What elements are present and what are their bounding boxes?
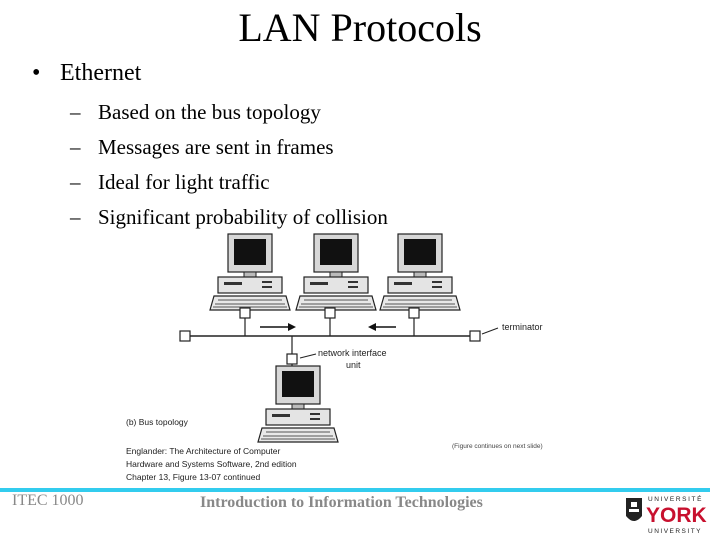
dash-marker: – (70, 205, 81, 229)
terminator-right (469, 330, 481, 342)
footer-course-code: ITEC 1000 (12, 492, 84, 509)
arrow-right-icon (288, 323, 296, 331)
york-university-logo: UNIVERSITÉ YORK UNIVERSITY (626, 494, 707, 535)
network-interface-unit (408, 307, 420, 319)
computer-icon (257, 365, 339, 443)
logo-name: YORK (646, 504, 707, 527)
network-interface-unit (286, 353, 298, 365)
slide-title: LAN Protocols (238, 5, 482, 50)
terminator-label: terminator (502, 322, 543, 332)
sub-bullet-item: –Ideal for light traffic (70, 168, 388, 203)
network-interface-unit (324, 307, 336, 319)
nic-label-line2: unit (346, 360, 361, 370)
computer-icon (209, 233, 291, 311)
bullet-ethernet: • Ethernet (32, 60, 141, 87)
arrow-left-icon (368, 323, 376, 331)
bullet-marker: • (32, 60, 41, 86)
sub-bullet-text: Ideal for light traffic (98, 170, 270, 194)
sub-bullet-item: –Messages are sent in frames (70, 133, 388, 168)
computer-icon (379, 233, 461, 311)
sub-bullet-item: –Significant probability of collision (70, 203, 388, 238)
terminator-left (179, 330, 191, 342)
logo-bottom-text: UNIVERSITY (648, 528, 702, 535)
dash-marker: – (70, 170, 81, 194)
nic-label-line1: network interface (318, 348, 387, 358)
sub-bullet-text: Significant probability of collision (98, 205, 388, 229)
figure-caption: (b) Bus topology (126, 417, 189, 427)
bullet-text: Ethernet (60, 60, 142, 86)
footer-course-title: Introduction to Information Technologies (200, 494, 483, 511)
dash-marker: – (70, 135, 81, 159)
credit-line-2: Hardware and Systems Software, 2nd editi… (126, 459, 297, 469)
footer-divider (0, 488, 710, 492)
sub-bullet-item: –Based on the bus topology (70, 98, 388, 133)
credit-line-1: Englander: The Architecture of Computer (126, 446, 281, 456)
continued-note: (Figure continues on next slide) (452, 443, 543, 450)
sub-bullet-list: –Based on the bus topology –Messages are… (70, 98, 388, 238)
sub-bullet-text: Based on the bus topology (98, 100, 321, 124)
bus-topology-figure: terminator network interface unit (b) Bu… (126, 233, 543, 482)
logo-top-text: UNIVERSITÉ (648, 494, 703, 503)
credit-line-3: Chapter 13, Figure 13-07 continued (126, 472, 260, 482)
network-interface-unit (239, 307, 251, 319)
sub-bullet-text: Messages are sent in frames (98, 135, 334, 159)
dash-marker: – (70, 100, 81, 124)
computer-icon (295, 233, 377, 311)
bus-diagram: terminator network interface unit (b) Bu… (126, 233, 543, 482)
